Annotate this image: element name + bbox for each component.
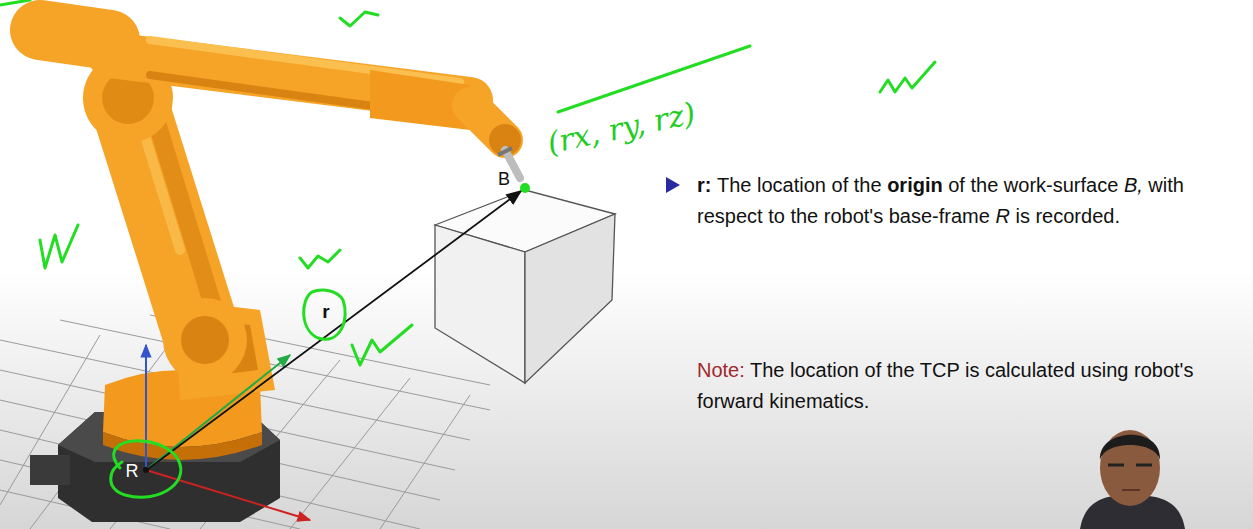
text-run: robot's: [824, 205, 889, 227]
text-run: of: [865, 359, 887, 381]
text-run: r:: [697, 174, 717, 196]
text-run: base-frame: [889, 205, 996, 227]
text-run: is: [965, 359, 985, 381]
text-run: recorded.: [1035, 205, 1120, 227]
text-run: The: [717, 174, 757, 196]
note-text: Note: The location of the TCP is calcula…: [697, 355, 1237, 417]
text-run: work-surface: [1004, 174, 1124, 196]
vector-label: r: [318, 300, 334, 323]
text-run: B,: [1124, 174, 1148, 196]
text-run: respect: [697, 205, 768, 227]
bullet-text: r: The location of the origin of the wor…: [697, 170, 1227, 232]
presenter-video: [1080, 430, 1185, 529]
text-run: using: [1081, 359, 1134, 381]
handwritten-tuple: (rx, ry, rz): [544, 79, 776, 162]
frame-label: R: [122, 460, 142, 482]
robot-lower-arm: [83, 53, 247, 382]
text-run: the: [887, 359, 920, 381]
text-run: forward: [697, 390, 769, 412]
text-run: location: [790, 359, 865, 381]
text-run: the: [971, 174, 1004, 196]
text-run: kinematics.: [769, 390, 869, 412]
text-run: the: [790, 205, 823, 227]
text-run: R: [995, 205, 1015, 227]
text-run: of: [948, 174, 970, 196]
text-run: is: [1015, 205, 1035, 227]
position-vector: [148, 191, 521, 469]
text-run: the: [854, 174, 887, 196]
text-run: calculated: [985, 359, 1081, 381]
handwritten-marks: [0, 0, 935, 497]
text-run: location: [757, 174, 832, 196]
origin-dot: [520, 183, 530, 193]
floor-shading: [0, 270, 1253, 529]
text-run: TCP: [920, 359, 965, 381]
robot-upper-arm: [40, 30, 470, 130]
base-frame-axes: [143, 345, 310, 520]
work-cube: [435, 190, 615, 383]
text-run: of: [832, 174, 854, 196]
bullet-marker: [666, 177, 680, 193]
text-run: to: [768, 205, 790, 227]
text-run: with: [1148, 174, 1184, 196]
robot-wrist-tool: [470, 105, 521, 178]
point-label: B: [494, 168, 514, 190]
text-run: origin: [887, 174, 948, 196]
text-run: Note:: [697, 359, 750, 381]
text-run: robot's: [1134, 359, 1193, 381]
text-run: The: [750, 359, 790, 381]
